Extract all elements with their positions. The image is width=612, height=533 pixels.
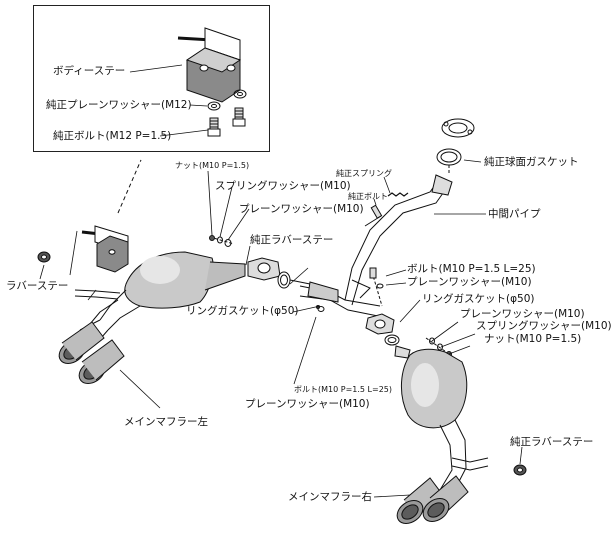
label-body-stay: ボディーステー (53, 65, 126, 77)
lower-body-stay-bracket (81, 225, 129, 273)
right-main-muffler (396, 348, 489, 524)
bolt-m10-right (369, 267, 384, 307)
inset-callout-dashed (117, 159, 142, 214)
bracket-guide-line (69, 230, 78, 276)
rubber-stay-left (37, 251, 51, 263)
inset-leader-lines (129, 64, 209, 137)
label-genuine-plain-washer-m12: 純正プレーンワッシャー(M12) (46, 99, 192, 111)
genuine-rubber-stay-middle (245, 245, 251, 266)
label-genuine-rubber-stay-a: 純正ラバーステー (250, 234, 334, 246)
label-plain-washer-m10-a: プレーンワッシャー(M10) (239, 203, 364, 215)
label-middle-pipe: 中間パイプ (488, 208, 541, 220)
label-genuine-bolt-m12: 純正ボルト(M12 P=1.5) (53, 130, 172, 142)
washer-nut-left-cluster (207, 170, 250, 247)
label-genuine-rubber-stay-b: 純正ラバーステー (510, 436, 594, 448)
label-plain-washer-m10-d: プレーンワッシャー(M10) (245, 398, 370, 410)
label-rubber-stay: ラバーステー (6, 280, 69, 292)
label-bolt-m10-l25-a: ボルト(M10 P=1.5 L=25) (407, 263, 536, 275)
label-plain-washer-m10-c: プレーンワッシャー(M10) (460, 308, 585, 320)
label-bolt-m10-l25-small: ボルト(M10 P=1.5 L=25) (294, 385, 392, 394)
label-spring-washer-m10-a: スプリングワッシャー(M10) (215, 180, 351, 192)
middle-pipe (289, 174, 453, 317)
genuine-rubber-stay-right (513, 446, 527, 476)
label-genuine-bolt-small: 純正ボルト (348, 192, 388, 201)
label-plain-washer-m10-b: プレーンワッシャー(M10) (407, 276, 532, 288)
left-main-muffler (58, 251, 246, 384)
body-stay-detail-inset (33, 5, 270, 152)
label-ring-gasket-right: リングガスケット(φ50) (422, 293, 535, 305)
left-flange-and-ring-gasket (247, 257, 291, 289)
inset-bolts (207, 107, 246, 137)
inset-washers (207, 89, 247, 111)
label-nut-m10-b: ナット(M10 P=1.5) (484, 333, 582, 345)
label-spring-washer-m10-b: スプリングワッシャー(M10) (476, 320, 612, 332)
ball-gasket-and-flange (436, 118, 475, 174)
genuine-bolt-small-part (364, 204, 383, 227)
label-genuine-spring: 純正スプリング (336, 169, 392, 178)
genuine-spring (387, 192, 409, 197)
label-main-muffler-right: メインマフラー右 (288, 491, 372, 503)
label-ring-gasket-left: リングガスケット(φ50) (186, 305, 299, 317)
label-genuine-ball-gasket: 純正球面ガスケット (484, 156, 579, 168)
label-main-muffler-left: メインマフラー左 (124, 416, 208, 428)
right-flange-and-ring-gasket (365, 313, 411, 359)
label-nut-m10-small: ナット(M10 P=1.5) (175, 161, 250, 170)
washer-near-left-gasket (289, 267, 325, 313)
inset-body-stay-bracket (177, 27, 242, 103)
